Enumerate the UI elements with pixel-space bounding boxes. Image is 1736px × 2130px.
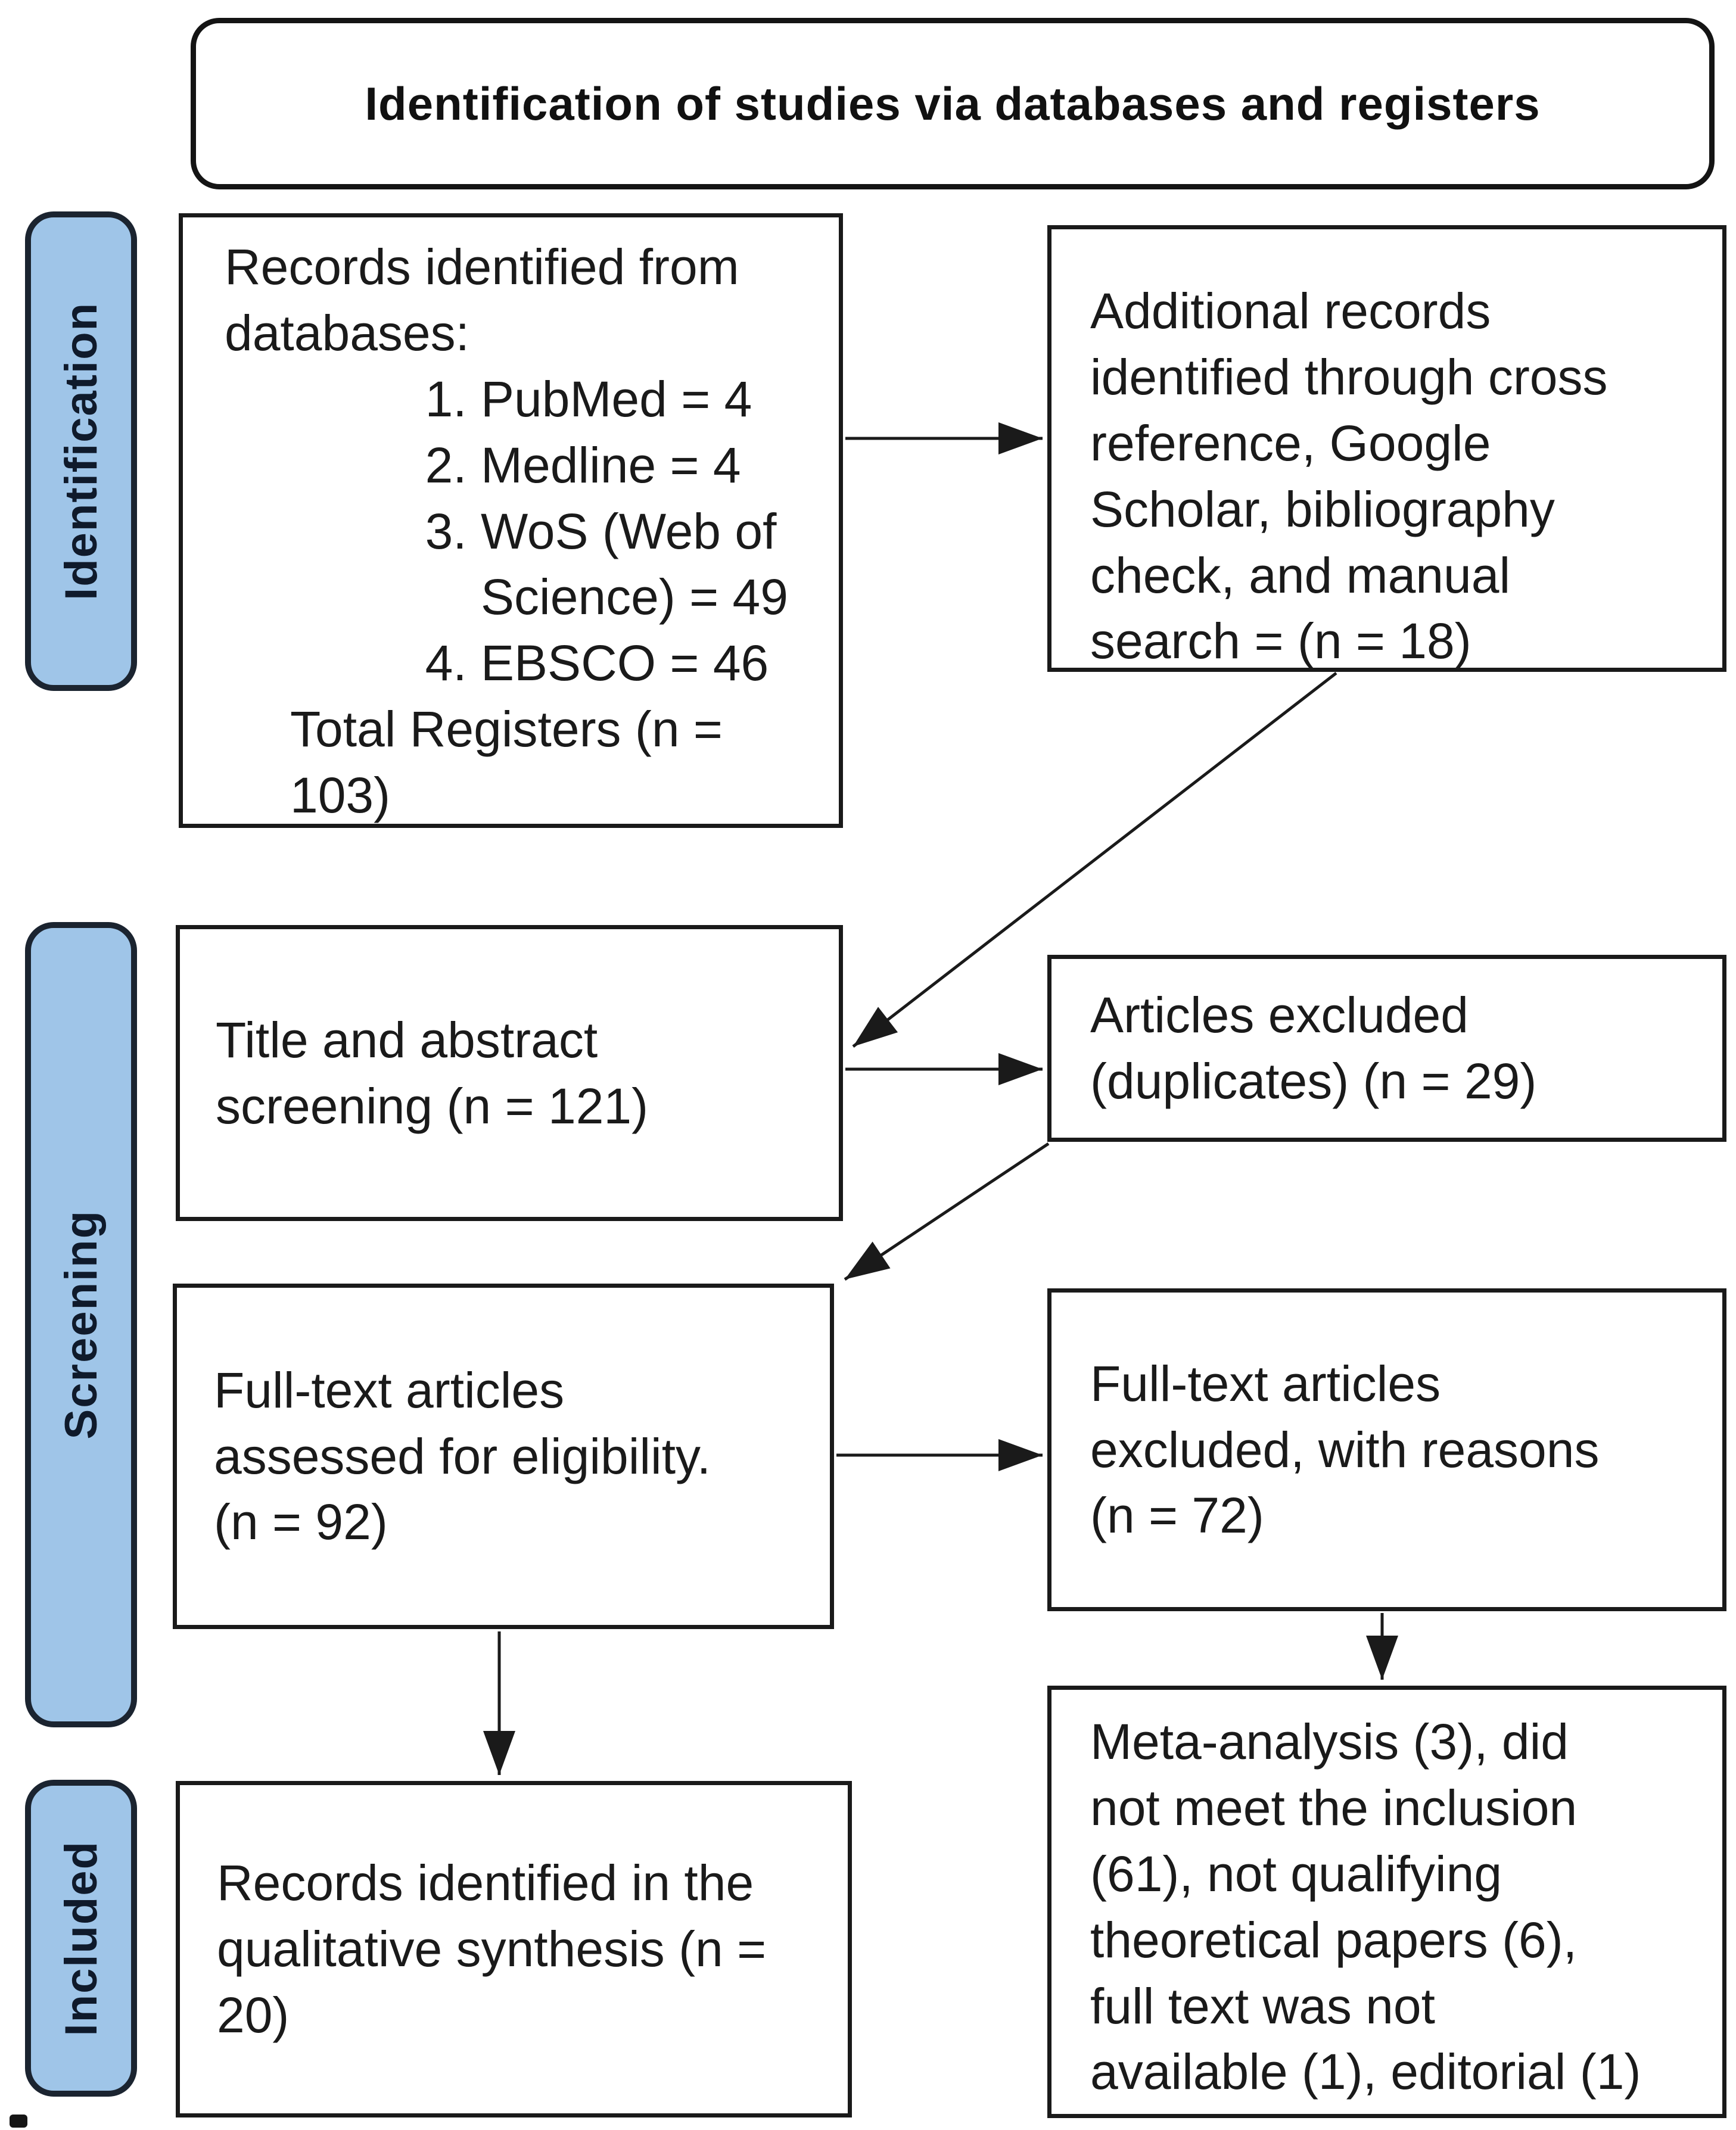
box-articles-excluded-duplicates: Articles excluded (duplicates) (n = 29) bbox=[1047, 955, 1726, 1142]
stage-label-identification-text: Identification bbox=[55, 302, 107, 600]
articles-excluded-duplicates-text: Articles excluded (duplicates) (n = 29) bbox=[1090, 987, 1537, 1109]
stage-label-identification: Identification bbox=[25, 211, 137, 691]
qualitative-synthesis-text: Records identified in the qualitative sy… bbox=[217, 1855, 767, 2043]
fulltext-assessed-text: Full-text articles assessed for eligibil… bbox=[214, 1362, 711, 1550]
records-database-list: PubMed = 4 Medline = 4 WoS (Web of Scien… bbox=[225, 366, 821, 696]
diagram-title-box: Identification of studies via databases … bbox=[191, 18, 1715, 189]
box-qualitative-synthesis: Records identified in the qualitative sy… bbox=[176, 1781, 852, 2117]
box-fulltext-assessed: Full-text articles assessed for eligibil… bbox=[173, 1284, 834, 1629]
stage-label-included: Included bbox=[25, 1780, 137, 2097]
records-intro-text: Records identified from databases: bbox=[225, 239, 739, 361]
box-fulltext-excluded: Full-text articles excluded, with reason… bbox=[1047, 1288, 1726, 1611]
additional-records-text: Additional records identified through cr… bbox=[1090, 283, 1608, 669]
diagram-title: Identification of studies via databases … bbox=[365, 77, 1541, 130]
stage-label-screening-text: Screening bbox=[55, 1210, 107, 1440]
list-item-wos: WoS (Web of Science) = 49 bbox=[481, 499, 821, 631]
stage-label-included-text: Included bbox=[55, 1840, 107, 2036]
fulltext-excluded-text: Full-text articles excluded, with reason… bbox=[1090, 1355, 1600, 1544]
arrow-duplicates-to-fulltext bbox=[844, 1142, 1050, 1281]
box-title-abstract-screening: Title and abstract screening (n = 121) bbox=[176, 925, 843, 1221]
box-records-identified: Records identified from databases: PubMe… bbox=[179, 213, 843, 828]
list-item-ebsco: EBSCO = 46 bbox=[481, 630, 821, 696]
list-item-medline: Medline = 4 bbox=[481, 432, 821, 499]
stage-label-screening: Screening bbox=[25, 922, 137, 1727]
list-item-pubmed: PubMed = 4 bbox=[481, 366, 821, 432]
records-total-text: Total Registers (n = 103) bbox=[290, 701, 723, 823]
exclusion-reasons-text: Meta-analysis (3), did not meet the incl… bbox=[1090, 1714, 1641, 2100]
box-exclusion-reasons: Meta-analysis (3), did not meet the incl… bbox=[1047, 1686, 1726, 2118]
scan-artifact-dot bbox=[10, 2115, 27, 2128]
box-additional-records: Additional records identified through cr… bbox=[1047, 225, 1726, 672]
title-abstract-screening-text: Title and abstract screening (n = 121) bbox=[216, 1011, 649, 1134]
